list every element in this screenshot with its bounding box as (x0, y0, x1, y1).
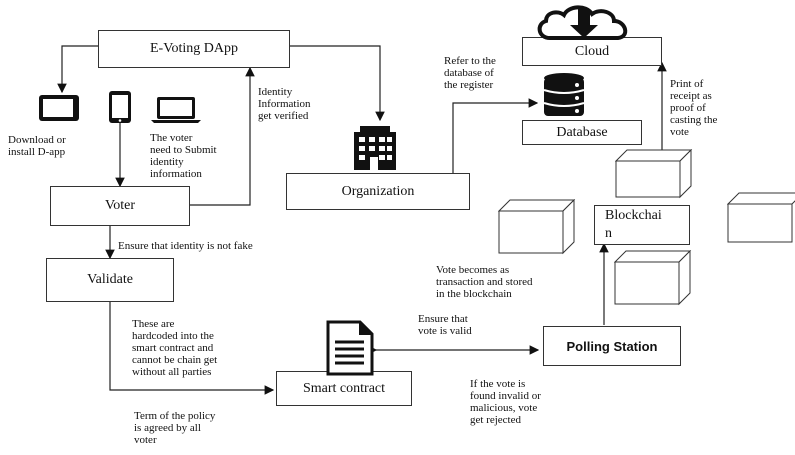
note-line: get verified (258, 110, 309, 122)
note-line: database of (444, 67, 494, 79)
smart-contract-box: Smart contract (276, 371, 412, 406)
note-line: Vote becomes as (436, 264, 510, 276)
note-line: The voter (150, 132, 193, 144)
polling-station-box: Polling Station (543, 326, 681, 366)
organization-box: Organization (286, 173, 470, 210)
not-fake-note: Ensure that identity is not fake (118, 240, 253, 252)
note-line: is agreed by all (134, 422, 201, 434)
note-line: install D-app (8, 146, 66, 158)
note-line: Refer to the (444, 55, 496, 67)
database-icon (543, 73, 585, 116)
note-line: malicious, vote (470, 402, 538, 414)
note-line: found invalid or (470, 390, 541, 402)
policy-note: Term of the policy is agreed by all vote… (134, 410, 215, 446)
cube-icon (615, 149, 693, 199)
building-icon (354, 126, 396, 170)
phone-icon (109, 91, 131, 123)
note-line: cannot be chain get (132, 354, 218, 366)
note-line: the register (444, 79, 494, 91)
hardcoded-note: These are hardcoded into the smart contr… (132, 318, 217, 378)
note-line: Identity (258, 86, 293, 98)
blockchain-label-line1: Blockchai (605, 208, 662, 223)
receipt-note: Print of receipt as proof of casting the… (670, 78, 717, 138)
note-line: Information (258, 98, 311, 110)
document-icon (326, 320, 374, 376)
note-line: in the blockchain (436, 288, 512, 300)
note-line: without all parties (132, 366, 212, 378)
note-line: transaction and stored (436, 276, 533, 288)
download-note: Download or install D-app (8, 134, 66, 158)
note-line: receipt as (670, 90, 712, 102)
blockchain-label-line2: n (605, 226, 612, 241)
note-line: identity (150, 156, 184, 168)
vote-valid-note: Ensure that vote is valid (418, 313, 472, 337)
note-line: voter (134, 434, 157, 446)
submit-identity-note: The voter need to Submit identity inform… (150, 132, 217, 180)
note-line: These are (132, 318, 175, 330)
e-voting-dapp-box: E-Voting DApp (98, 30, 290, 68)
database-box: Database (522, 120, 642, 145)
voter-box: Voter (50, 186, 190, 226)
note-line: proof of (670, 102, 706, 114)
cube-icon (727, 192, 795, 243)
refer-database-note: Refer to the database of the register (444, 55, 496, 91)
note-line: casting the (670, 114, 718, 126)
cloud-download-icon (537, 5, 628, 40)
vote-rejected-note: If the vote is found invalid or maliciou… (470, 378, 541, 426)
note-line: Term of the policy (134, 410, 216, 422)
note-line: vote (670, 126, 689, 138)
transaction-note: Vote becomes as transaction and stored i… (436, 264, 533, 300)
note-line: need to Submit (150, 144, 217, 156)
note-line: Print of (670, 78, 704, 90)
identity-verified-note: Identity Information get verified (258, 86, 311, 122)
tablet-icon (39, 95, 79, 121)
note-line: get rejected (470, 414, 521, 426)
note-line: Ensure that (418, 313, 468, 325)
cube-icon (614, 250, 692, 306)
blockchain-box: Blockchai n (594, 205, 690, 245)
cube-icon (498, 199, 576, 255)
cloud-box: Cloud (522, 37, 662, 66)
note-line: If the vote is (470, 378, 526, 390)
note-line: Download or (8, 134, 66, 146)
note-line: smart contract and (132, 342, 214, 354)
validate-box: Validate (46, 258, 174, 302)
note-line: information (150, 168, 202, 180)
laptop-icon (151, 97, 201, 123)
note-line: hardcoded into the (132, 330, 214, 342)
note-line: vote is valid (418, 325, 472, 337)
